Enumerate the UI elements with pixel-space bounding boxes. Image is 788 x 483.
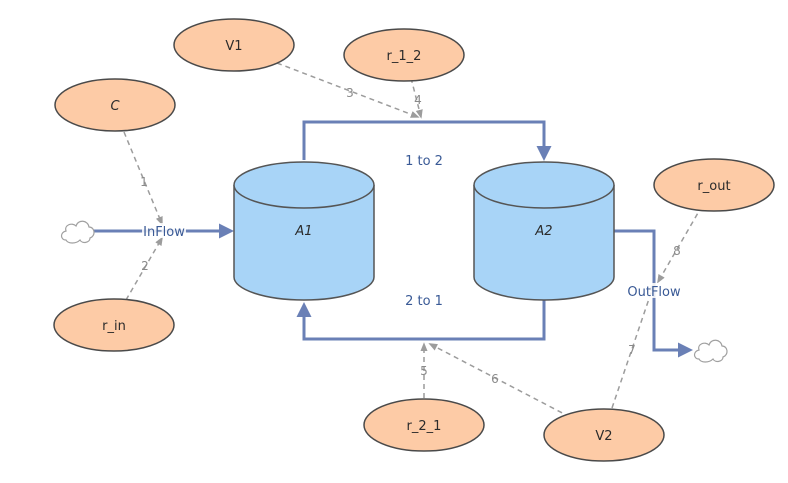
one-to-two-label: 1 to 2 (405, 154, 443, 169)
link-4[interactable] (410, 77, 423, 119)
param-r-in-label: r_in (102, 319, 126, 334)
two-to-one-label: 2 to 1 (405, 294, 443, 309)
param-v1[interactable]: V1 (173, 18, 295, 72)
param-v2[interactable]: V2 (543, 408, 665, 462)
stock-a2[interactable]: A2 (473, 161, 615, 301)
link-3[interactable] (276, 62, 420, 118)
param-v1-label: V1 (225, 39, 242, 54)
outflow-label: OutFlow (627, 285, 681, 300)
param-c-label: C (110, 99, 120, 114)
stock-a2-label: A2 (534, 224, 552, 239)
param-r-in[interactable]: r_in (53, 298, 175, 352)
outflow-label-bg (626, 283, 682, 298)
stock-a1[interactable]: A1 (233, 161, 375, 301)
link-8[interactable] (657, 205, 703, 284)
link-label-3: 3 (346, 86, 354, 100)
link-2[interactable] (125, 236, 163, 301)
stock-a1-label: A1 (294, 224, 312, 239)
param-r-out-label: r_out (697, 179, 730, 194)
param-v2-label: V2 (595, 429, 612, 444)
param-r-2-1[interactable]: r_2_1 (363, 398, 485, 452)
link-7[interactable] (611, 282, 656, 409)
inflow-label: InFlow (143, 225, 185, 240)
link-label-2: 2 (141, 259, 149, 273)
sink-cloud-icon (693, 339, 728, 363)
param-c[interactable]: C (54, 78, 176, 132)
inflow-label-bg (142, 223, 186, 238)
link-label-6: 6 (491, 372, 499, 386)
flow-1-to-2[interactable] (302, 120, 552, 161)
link-label-1: 1 (140, 175, 148, 189)
link-label-7: 7 (628, 343, 636, 357)
source-cloud-icon (60, 220, 95, 244)
param-r-1-2[interactable]: r_1_2 (343, 28, 465, 82)
flow-2-to-1[interactable] (296, 300, 546, 341)
link-label-4: 4 (414, 93, 422, 107)
param-r-out[interactable]: r_out (653, 158, 775, 212)
param-r-1-2-label: r_1_2 (387, 49, 422, 64)
link-label-8: 8 (673, 244, 681, 258)
link-label-5: 5 (420, 364, 428, 378)
param-r-2-1-label: r_2_1 (407, 419, 442, 434)
link-1[interactable] (123, 131, 163, 226)
